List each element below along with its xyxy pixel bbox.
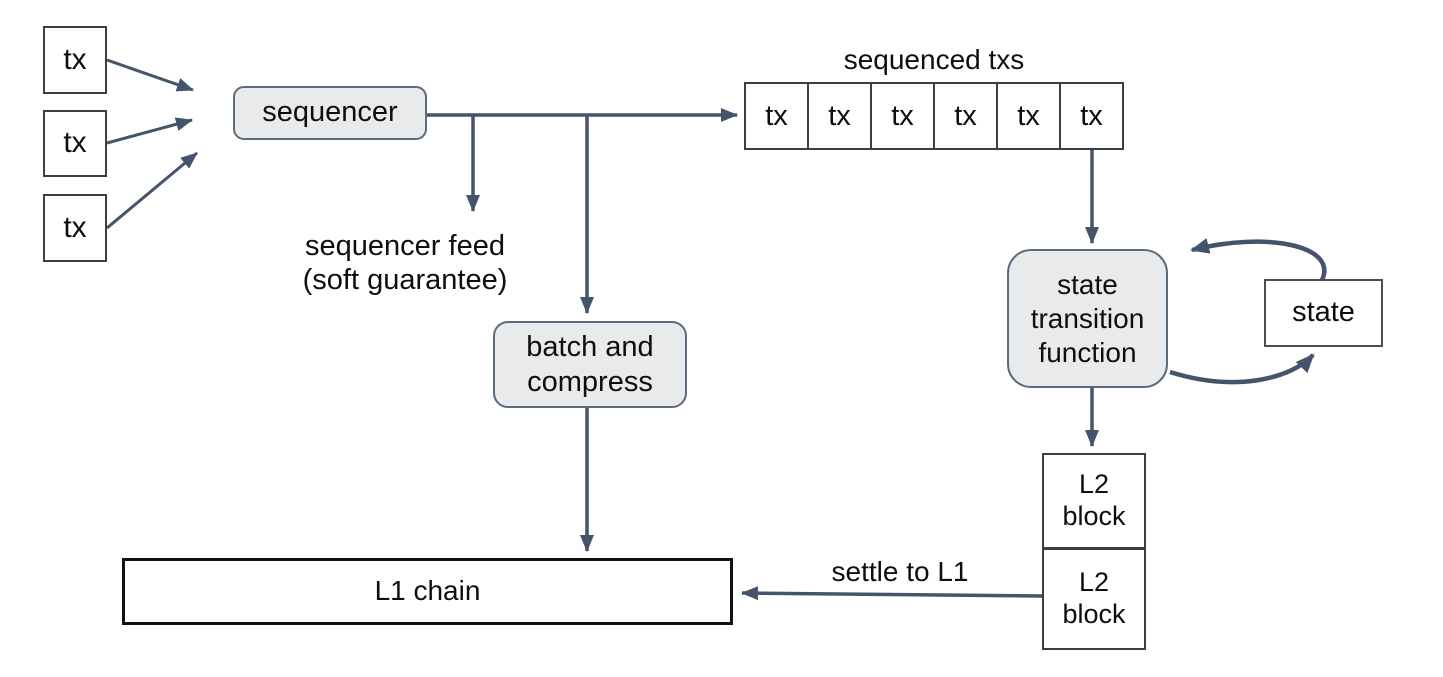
- sequenced-tx-cell: tx: [746, 84, 809, 148]
- arrow-l2-blocks-to-l1-chain: [741, 586, 1043, 601]
- sequenced-tx-cell: tx: [935, 84, 998, 148]
- batch-compress-node: batch and compress: [493, 321, 687, 408]
- settle-to-l1-label: settle to L1: [831, 556, 969, 587]
- arrow-tx2-to-sequencer: [106, 117, 193, 145]
- l2-block-stack: L2 block L2 block: [1042, 453, 1146, 650]
- state-node: state: [1264, 279, 1383, 347]
- arrow-stf-to-state: [1169, 353, 1315, 385]
- arrow-tx3-to-sequencer: [106, 151, 198, 230]
- l2-block-cell: L2 block: [1044, 455, 1144, 550]
- sequenced-tx-cell: tx: [1080, 99, 1103, 132]
- sequenced-tx-cell: tx: [872, 84, 935, 148]
- state-transition-function-node: state transition function: [1007, 249, 1168, 388]
- l1-chain-node: L1 chain: [122, 558, 733, 625]
- tx-input-box-2: tx: [43, 110, 107, 177]
- l2-block-cell: L2 block: [1062, 567, 1126, 629]
- sequencer-node: sequencer: [233, 86, 427, 140]
- sequenced-txs-row: tx tx tx tx tx tx: [744, 82, 1124, 150]
- arrow-state-to-stf: [1190, 238, 1327, 281]
- arrow-tx1-to-sequencer: [106, 58, 194, 92]
- sequenced-tx-cell: tx: [809, 84, 872, 148]
- sequencer-feed-note: sequencer feed (soft guarantee): [302, 230, 508, 296]
- tx-input-box-3: tx: [43, 194, 107, 262]
- sequenced-txs-title: sequenced txs: [843, 44, 1025, 75]
- sequenced-tx-cell: tx: [998, 84, 1061, 148]
- tx-input-box-1: tx: [43, 26, 107, 94]
